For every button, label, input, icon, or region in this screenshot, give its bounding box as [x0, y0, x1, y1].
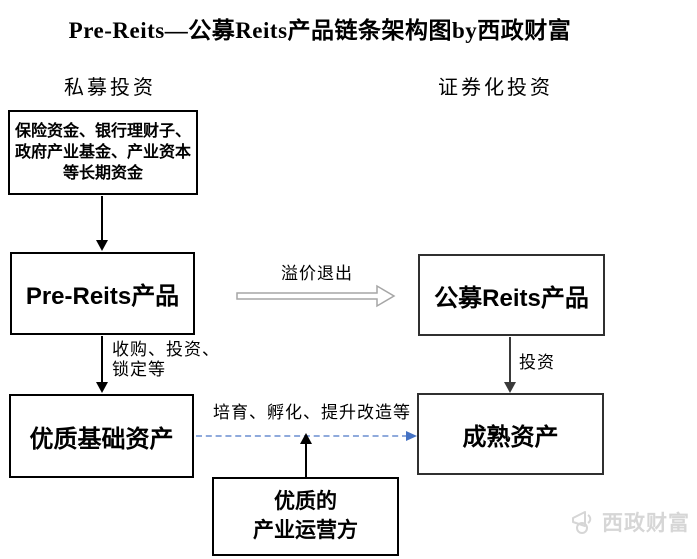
box-quality-operator-label: 优质的 产业运营方 — [253, 488, 358, 545]
column-header-securitized-investment: 证券化投资 — [438, 77, 553, 99]
arrow-operator-up-line — [305, 443, 307, 477]
watermark-xizheng-wealth: 西政财富 — [570, 507, 690, 537]
box-quality-base-assets-label: 优质基础资产 — [29, 425, 174, 453]
box-quality-operator-line2: 产业运营方 — [253, 518, 358, 542]
box-quality-operator: 优质的 产业运营方 — [212, 477, 399, 556]
label-premium-exit: 溢价退出 — [281, 264, 353, 283]
hollow-arrow-premium-exit — [236, 284, 396, 313]
hollow-arrow-icon — [236, 284, 396, 308]
box-longterm-capital-label: 保险资金、银行理财子、政府产业基金、产业资本等长期资金 — [14, 122, 191, 183]
box-public-reits-product-label: 公募Reits产品 — [434, 284, 589, 312]
megaphone-icon — [572, 511, 592, 534]
box-quality-operator-line1: 优质的 — [274, 490, 337, 514]
box-longterm-capital: 保险资金、银行理财子、政府产业基金、产业资本等长期资金 — [8, 110, 198, 195]
column-header-private-investment: 私募投资 — [64, 77, 156, 99]
box-public-reits-product: 公募Reits产品 — [418, 254, 605, 336]
box-pre-reits-product: Pre-Reits产品 — [10, 252, 195, 335]
arrow-prereits-to-quality-head — [96, 382, 108, 393]
dashed-arrow-cultivate-head — [406, 431, 417, 441]
arrow-publicreits-to-mature-line — [509, 337, 511, 383]
diagram-title: Pre-Reits—公募Reits产品链条架构图by西政财富 — [68, 18, 572, 43]
label-cultivate-incubate-upgrade: 培育、孵化、提升改造等 — [213, 403, 411, 422]
label-acquire-line1: 收购、投资、 — [112, 340, 220, 359]
box-pre-reits-product-label: Pre-Reits产品 — [25, 283, 180, 310]
arrow-prereits-to-quality-line — [101, 336, 103, 383]
box-mature-assets: 成熟资产 — [417, 393, 604, 475]
box-quality-base-assets: 优质基础资产 — [9, 394, 194, 478]
arrow-operator-up-head — [300, 433, 312, 444]
label-acquire-line2: 锁定等 — [112, 360, 166, 379]
label-acquire-invest-lock: 收购、投资、 锁定等 — [112, 340, 220, 380]
arrow-funding-to-prereits-head — [96, 240, 108, 251]
watermark-label: 西政财富 — [602, 512, 690, 535]
box-mature-assets-label: 成熟资产 — [462, 423, 559, 451]
arrow-publicreits-to-mature-head — [504, 382, 516, 393]
label-invest: 投资 — [519, 353, 555, 372]
arrow-funding-to-prereits-line — [101, 196, 103, 241]
